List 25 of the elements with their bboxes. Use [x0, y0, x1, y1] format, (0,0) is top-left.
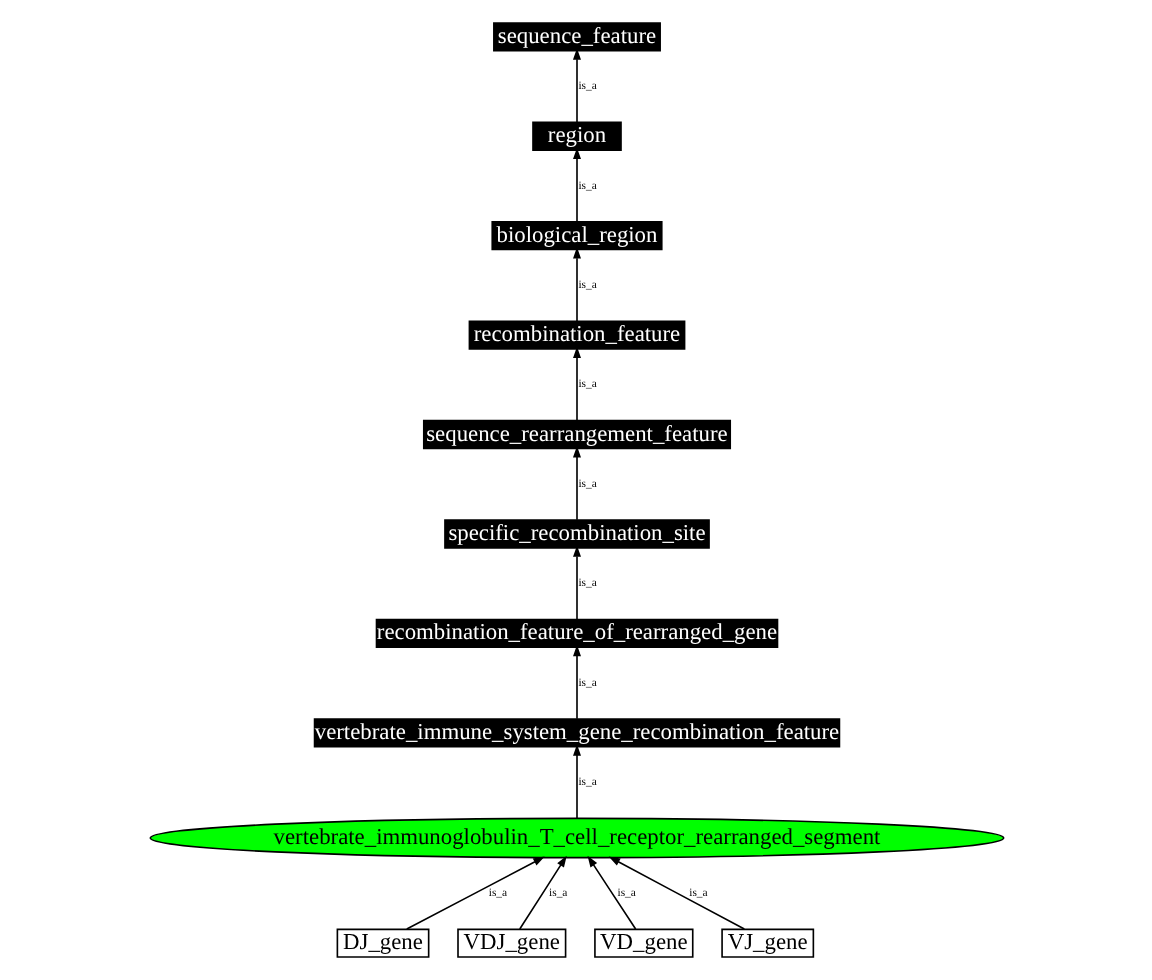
node-box: recombination_feature_of_rearranged_gene: [374, 618, 778, 649]
arrow: [572, 744, 580, 819]
arrow: [572, 644, 580, 720]
node-box: vertebrate_immune_system_gene_recombination_feature: [312, 718, 840, 748]
node-box: sequence_rearrangement_feature: [421, 419, 731, 450]
arrow: [586, 855, 636, 930]
node-box: recombination_feature: [467, 320, 685, 350]
node-box: VD_gene: [593, 928, 693, 958]
arrow: [572, 346, 580, 422]
arrow: [607, 856, 745, 930]
arrow: [572, 48, 580, 123]
arrow: [572, 147, 580, 223]
arrow: [572, 446, 580, 521]
node-ellipse: vertebrate_immunoglobulin_T_cell_receptor_rearranged_segment: [148, 817, 1004, 859]
node-box: DJ_gene: [335, 928, 429, 958]
node-box: VJ_gene: [720, 928, 814, 958]
arrow: [405, 856, 544, 930]
node-box: VDJ_gene: [456, 928, 566, 958]
node-box: sequence_feature: [492, 22, 660, 52]
arrow: [572, 247, 580, 322]
arrow: [517, 855, 566, 930]
node-box: region: [531, 121, 621, 151]
arrow: [572, 545, 580, 621]
node-box: specific_recombination_site: [443, 519, 709, 549]
node-box: biological_region: [490, 221, 662, 251]
